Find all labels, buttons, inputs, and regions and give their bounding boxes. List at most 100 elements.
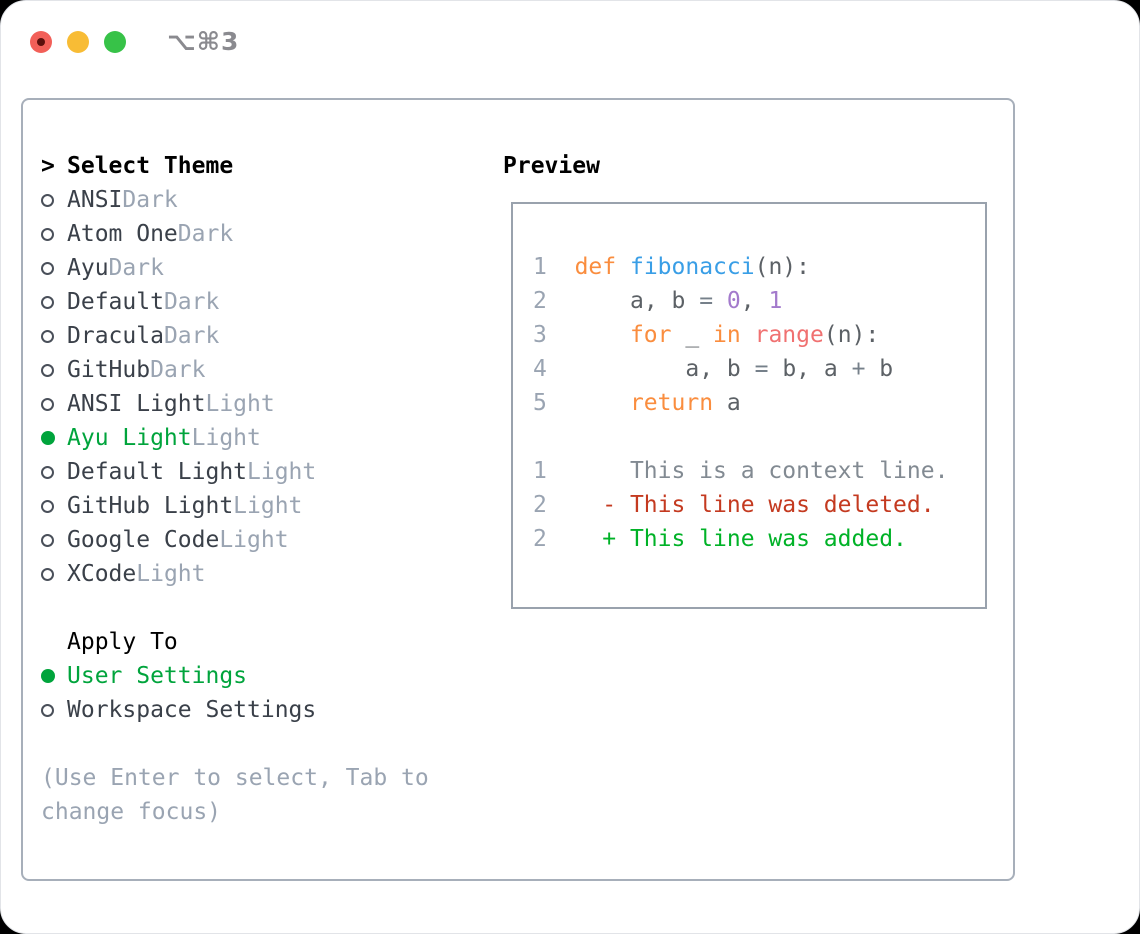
marker-cell (41, 329, 67, 343)
token-var: b (879, 356, 894, 382)
marker-cell (41, 465, 67, 479)
theme-option-default-light-light[interactable]: Default Light Light (41, 455, 483, 489)
theme-option-github-dark[interactable]: GitHub Dark (41, 353, 483, 387)
token-num: 1 (768, 288, 783, 314)
theme-name: Default Light (67, 459, 248, 485)
apply-to-title: Apply To (67, 629, 178, 655)
line-number: 5 (533, 390, 547, 416)
radio-icon (41, 499, 54, 513)
token-call: range (754, 322, 824, 348)
marker-cell (41, 669, 67, 683)
marker-cell (41, 431, 67, 445)
token-pln (547, 288, 630, 314)
minimize-button[interactable] (67, 30, 89, 53)
theme-variant: Dark (150, 357, 206, 383)
radio-icon (41, 193, 54, 207)
titlebar: ⌥⌘3 (30, 27, 239, 56)
token-del: - This line was deleted. (546, 492, 935, 518)
apply-to-header: Apply To (41, 625, 483, 659)
theme-variant: Light (205, 391, 275, 417)
theme-variant: Light (247, 459, 317, 485)
theme-option-google-code-light[interactable]: Google Code Light (41, 523, 483, 557)
token-pln (547, 322, 630, 348)
theme-name: GitHub (67, 357, 151, 383)
theme-option-github-light-light[interactable]: GitHub Light Light (41, 489, 483, 523)
line-number: 3 (533, 322, 547, 348)
zoom-button[interactable] (104, 30, 126, 53)
preview-header: Preview (503, 149, 1013, 183)
code-line: 2 - This line was deleted. (533, 488, 985, 522)
radio-icon (41, 567, 54, 581)
token-pln (616, 254, 630, 280)
theme-option-default-dark[interactable]: Default Dark (41, 285, 483, 319)
token-var: a (726, 390, 741, 416)
marker-cell (41, 703, 67, 717)
marker-cell (41, 397, 67, 411)
apply-option-user-settings[interactable]: User Settings (41, 659, 483, 693)
token-fn: fibonacci (629, 254, 755, 280)
marker-cell (41, 295, 67, 309)
code-line: 2 + This line was added. (533, 522, 985, 556)
theme-option-atom-one-dark[interactable]: Atom One Dark (41, 217, 483, 251)
radio-icon (41, 397, 54, 411)
token-kw: def (574, 254, 617, 280)
token-pln (547, 356, 685, 382)
token-pln (713, 390, 727, 416)
token-kw: in (713, 322, 741, 348)
theme-option-ayu-dark[interactable]: Ayu Dark (41, 251, 483, 285)
code-line: 1 def fibonacci(n): (533, 250, 985, 284)
apply-option-workspace-settings[interactable]: Workspace Settings (41, 693, 483, 727)
token-pln (741, 322, 755, 348)
token-var: a (685, 356, 700, 382)
theme-variant: Dark (108, 255, 164, 281)
code-line: 2 a, b = 0, 1 (533, 284, 985, 318)
radio-icon (41, 329, 54, 343)
theme-name: ANSI Light (67, 391, 206, 417)
theme-option-ansi-light-light[interactable]: ANSI Light Light (41, 387, 483, 421)
token-var: b (726, 356, 741, 382)
theme-variant: Dark (163, 323, 220, 349)
line-number: 2 (533, 288, 547, 314)
token-pln: _ (671, 322, 714, 348)
line-number: 1 (533, 254, 547, 280)
theme-variant: Dark (177, 221, 234, 247)
theme-name: ANSI (67, 187, 123, 213)
code-line: 3 for _ in range(n): (533, 318, 985, 352)
token-pln: , (699, 356, 727, 382)
theme-option-xcode-light[interactable]: XCode Light (41, 557, 483, 591)
theme-option-dracula-dark[interactable]: Dracula Dark (41, 319, 483, 353)
marker-cell (41, 567, 67, 581)
theme-variant: Dark (122, 187, 178, 213)
theme-variant: Light (233, 493, 303, 519)
close-button[interactable] (30, 30, 52, 53)
line-number: 2 (533, 526, 547, 552)
select-theme-title: Select Theme (67, 153, 234, 179)
theme-name: Ayu (67, 255, 109, 281)
line-number: 4 (533, 356, 547, 382)
token-var: a (629, 288, 644, 314)
theme-option-ansi-dark[interactable]: ANSI Dark (41, 183, 483, 217)
theme-variant: Light (191, 425, 261, 451)
token-pln: (n): (823, 322, 880, 348)
token-num: 0 (726, 288, 741, 314)
radio-icon (41, 465, 54, 479)
code-line: 4 a, b = b, a + b (533, 352, 985, 386)
theme-name: Google Code (67, 527, 220, 553)
apply-option-label: Workspace Settings (67, 697, 317, 723)
marker-cell (41, 499, 67, 513)
window-shortcut-label: ⌥⌘3 (167, 27, 240, 56)
token-kw: for (629, 322, 672, 348)
theme-name: Ayu Light (67, 425, 192, 451)
token-pln: , (740, 288, 769, 314)
radio-icon (41, 363, 54, 377)
code-blank-line (533, 420, 985, 454)
theme-variant: Dark (163, 289, 220, 315)
token-kw: return (629, 390, 714, 416)
theme-option-ayu-light-light[interactable]: Ayu Light Light (41, 421, 483, 455)
preview-title: Preview (503, 153, 600, 179)
line-number: 1 (533, 458, 547, 484)
token-pln: , (643, 288, 672, 314)
